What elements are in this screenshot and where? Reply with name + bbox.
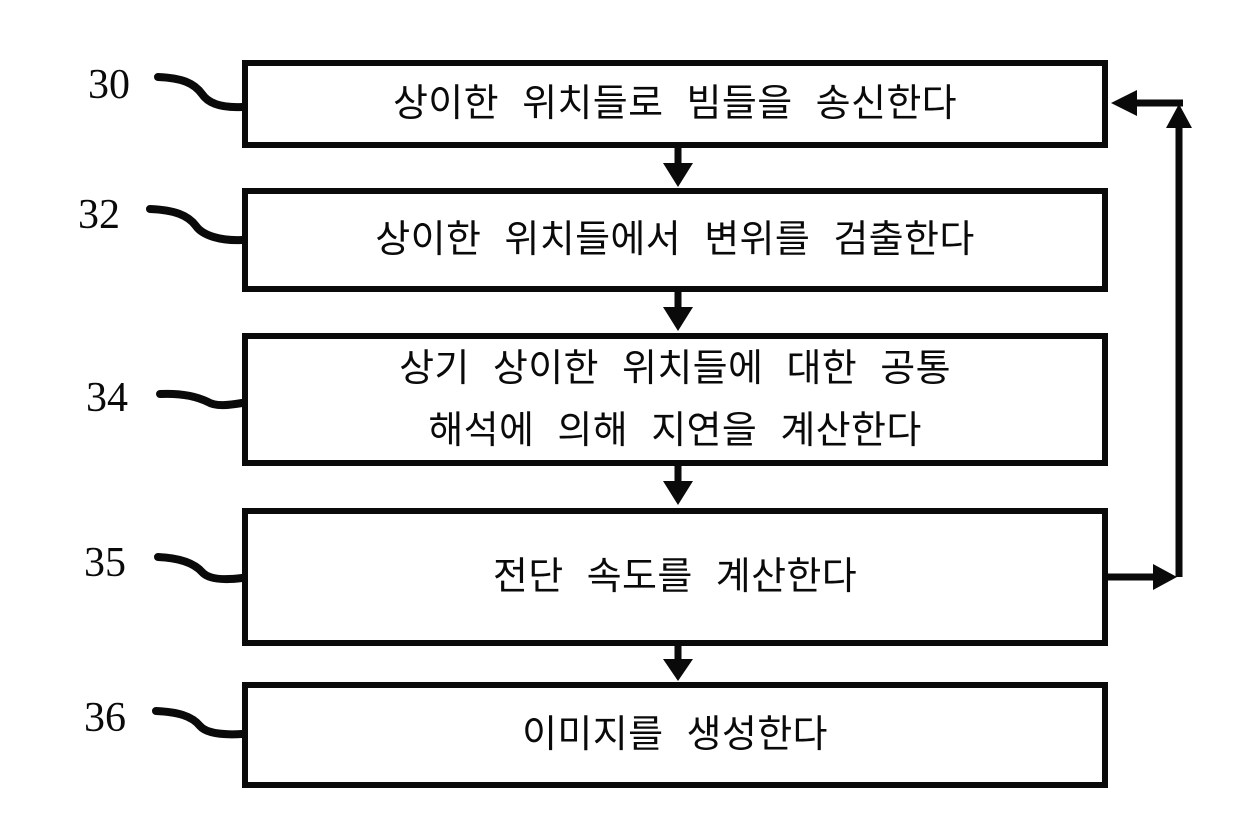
arrow-34-to-35 bbox=[663, 466, 693, 505]
leader-line-34 bbox=[156, 389, 246, 410]
ref-label-30: 30 bbox=[88, 62, 130, 108]
flow-box-32-text: 상이한 위치들에서 변위를 검출한다 bbox=[375, 219, 975, 261]
flow-box-36: 이미지를 생성한다 bbox=[242, 682, 1108, 788]
flow-box-30-text: 상이한 위치들로 빔들을 송신한다 bbox=[392, 83, 958, 125]
ref-label-35: 35 bbox=[84, 540, 126, 586]
flow-box-36-text: 이미지를 생성한다 bbox=[522, 714, 828, 756]
feedback-loop-35-to-30 bbox=[1108, 90, 1192, 590]
flow-box-32: 상이한 위치들에서 변위를 검출한다 bbox=[242, 188, 1108, 292]
arrow-30-to-32 bbox=[663, 148, 693, 187]
flow-box-30: 상이한 위치들로 빔들을 송신한다 bbox=[242, 60, 1108, 148]
arrow-32-to-34 bbox=[663, 292, 693, 331]
flow-box-35: 전단 속도를 계산한다 bbox=[242, 508, 1108, 646]
leader-line-35 bbox=[154, 553, 246, 584]
ref-label-32: 32 bbox=[78, 192, 120, 238]
ref-label-34: 34 bbox=[86, 375, 128, 421]
leader-line-30 bbox=[154, 73, 246, 112]
flow-box-35-text: 전단 속도를 계산한다 bbox=[492, 556, 858, 598]
flow-box-34-text-line2: 해석에 의해 지연을 계산한다 bbox=[428, 409, 922, 452]
arrow-35-to-36 bbox=[663, 646, 693, 681]
flow-box-34: 상기 상이한 위치들에 대한 공통 해석에 의해 지연을 계산한다 bbox=[242, 333, 1108, 466]
leader-line-32 bbox=[146, 205, 246, 245]
leader-line-36 bbox=[152, 707, 246, 739]
ref-label-36: 36 bbox=[84, 695, 126, 741]
flow-box-34-text-line1: 상기 상이한 위치들에 대한 공통 bbox=[399, 347, 951, 390]
